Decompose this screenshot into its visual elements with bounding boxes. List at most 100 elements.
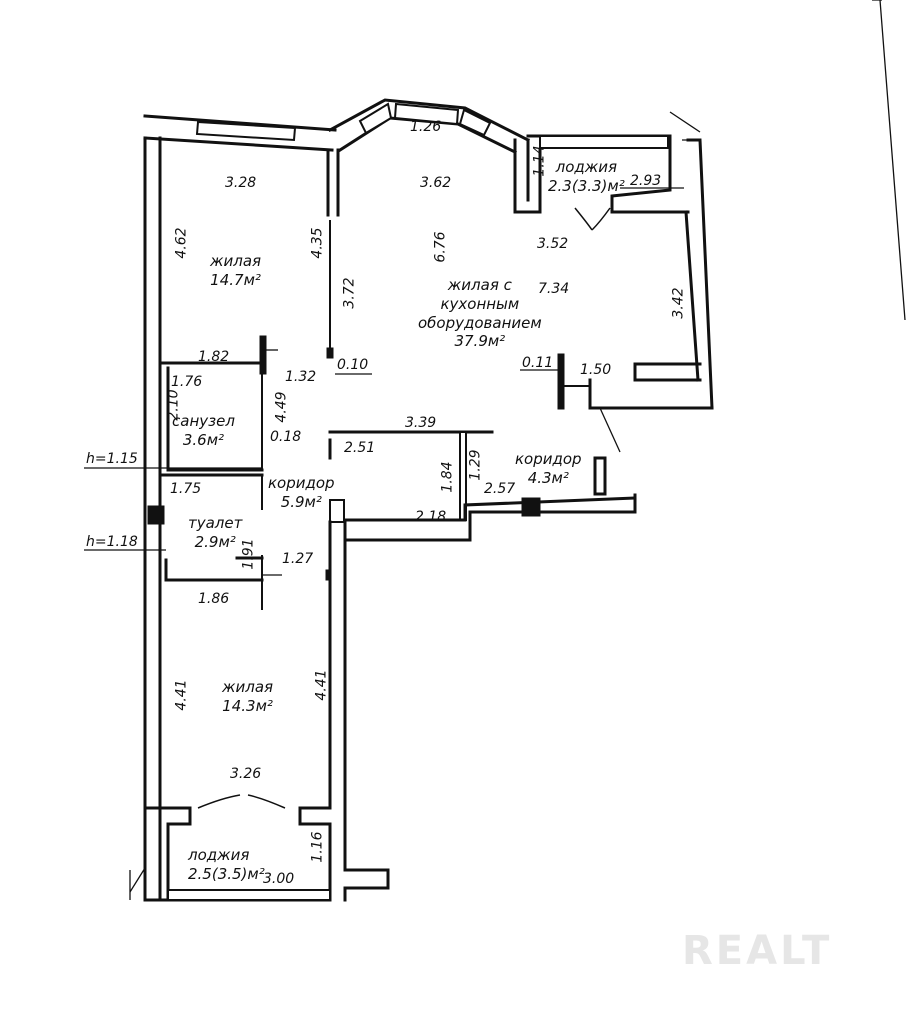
wall-stub-kitchen: [557, 353, 565, 410]
dim-4-41-right: 4.41: [313, 669, 330, 701]
dim-4-41-left: 4.41: [173, 679, 190, 711]
bay-wall-outer: [327, 98, 531, 143]
dim-6-76: 6.76: [432, 231, 449, 263]
room-name: коридор: [268, 474, 335, 492]
loggia-bottom-walls: [143, 806, 390, 902]
room-area: 5.9м²: [280, 492, 322, 511]
dim-1-29: 1.29: [467, 449, 484, 481]
dim-1-91: 1.91: [240, 538, 257, 570]
dim-0-18: 0.18: [270, 429, 302, 445]
bay-window-1: [358, 102, 393, 135]
kitchen-counter: [588, 362, 714, 410]
room-area: 3.6м²: [182, 430, 225, 449]
loggia-top-window: [539, 135, 669, 149]
dim-3-39: 3.39: [405, 415, 437, 431]
dim-0-10: 0.10: [337, 357, 369, 373]
room-area: 2.3(3.3)м²: [548, 176, 625, 195]
height-marker-2: h=1.18: [86, 534, 138, 550]
room-living-kitchen: жилая с кухонным оборудованием 37.9м²: [418, 276, 542, 351]
room-name: жилая: [222, 678, 274, 696]
dim-1-16: 1.16: [309, 831, 326, 863]
room-bathroom: санузел 3.6м²: [172, 412, 235, 450]
edge-line-right: [872, 0, 906, 321]
corridor-right-cap: [593, 456, 637, 514]
window-top-left: [195, 120, 297, 142]
corridor-bottom: [343, 496, 637, 542]
bay-window-3: [458, 108, 492, 137]
dim-1-26: 1.26: [410, 119, 442, 135]
dim-0-11: 0.11: [522, 355, 554, 371]
room-area: 4.3м²: [527, 468, 569, 487]
room-area: 14.7м²: [210, 270, 261, 289]
watermark-logo: REALT: [682, 928, 833, 974]
dim-3-72: 3.72: [341, 277, 358, 309]
bathroom-walls: [158, 361, 264, 472]
dim-3-42: 3.42: [670, 287, 687, 319]
dim-7-34: 7.34: [538, 281, 570, 297]
loggia-bottom-window: [167, 889, 331, 901]
dim-1-84: 1.84: [439, 461, 456, 493]
dim-4-62: 4.62: [173, 227, 190, 259]
dim-3-28: 3.28: [225, 175, 257, 191]
toilet-bottom: [164, 556, 264, 582]
dim-3-00: 3.00: [263, 871, 295, 887]
room-toilet: туалет 2.9м²: [188, 514, 242, 552]
dim-2-10: 2.10: [165, 389, 182, 421]
dim-1-50: 1.50: [580, 362, 612, 378]
room-name-line1: жилая с: [447, 276, 512, 294]
stub-living2: [325, 569, 332, 581]
dim-2-93: 2.93: [630, 173, 662, 189]
room-loggia-bottom: лоджия 2.5(3.5)м²: [188, 846, 265, 884]
door-jamb-corridor: [521, 497, 541, 517]
dim-1-82: 1.82: [198, 349, 230, 365]
room-name: коридор: [515, 450, 582, 468]
room-name-line3: оборудованием: [418, 313, 542, 332]
dim-3-62: 3.62: [420, 175, 452, 191]
room-area: 2.5(3.5)м²: [188, 864, 265, 883]
door-loggia-top: [574, 207, 611, 231]
outer-wall-right: [684, 138, 714, 410]
room-living-1: жилая 14.7м²: [210, 252, 261, 290]
loggia-top-rail: [669, 111, 701, 141]
room-corridor-1: коридор 5.9м²: [268, 474, 335, 512]
dim-2-57: 2.57: [484, 481, 516, 497]
room-name: санузел: [172, 412, 235, 430]
room-area: 14.3м²: [222, 696, 273, 715]
room-name: жилая: [210, 252, 262, 270]
room-area: 37.9м²: [454, 332, 506, 351]
dim-2-18: 2.18: [415, 509, 447, 525]
dim-1-76: 1.76: [171, 374, 203, 390]
outer-wall-top-left: [143, 114, 337, 152]
dim-1-14: 1.14: [531, 145, 548, 177]
door-swing-right: [599, 407, 621, 453]
wall-living1-kitchen: [326, 148, 340, 217]
wall-jamb-left: [147, 505, 165, 525]
dim-3-26: 3.26: [230, 766, 262, 782]
room-living-2: жилая 14.3м²: [222, 678, 273, 716]
dim-2-51: 2.51: [344, 440, 376, 456]
dim-1-86: 1.86: [198, 591, 230, 607]
room-area: 2.9м²: [194, 532, 236, 551]
room-corridor-2: коридор 4.3м²: [515, 450, 582, 488]
room-name: лоджия: [188, 846, 250, 864]
dim-1-32: 1.32: [285, 369, 317, 385]
jamb-corridor-mid: [329, 499, 345, 523]
bathroom-stub: [259, 335, 267, 375]
dim-1-27: 1.27: [282, 551, 314, 567]
room-loggia-top: лоджия 2.3(3.3)м²: [548, 158, 625, 196]
dim-1-75: 1.75: [170, 481, 202, 497]
dim-3-52: 3.52: [537, 236, 569, 252]
bay-window-2: [393, 102, 460, 126]
room-name-line2: кухонным: [440, 294, 520, 313]
height-marker-1: h=1.15: [86, 451, 138, 467]
room-name: туалет: [188, 514, 243, 532]
dim-4-49: 4.49: [273, 391, 290, 423]
wall-living2-right: [328, 520, 347, 810]
dim-4-35: 4.35: [309, 227, 326, 259]
door-loggia-bottom: [197, 794, 286, 809]
partition-stub-1: [326, 347, 334, 359]
loggia-bottom-rail: [129, 867, 146, 893]
room-name: лоджия: [555, 158, 618, 176]
outer-wall-left: [143, 136, 162, 810]
